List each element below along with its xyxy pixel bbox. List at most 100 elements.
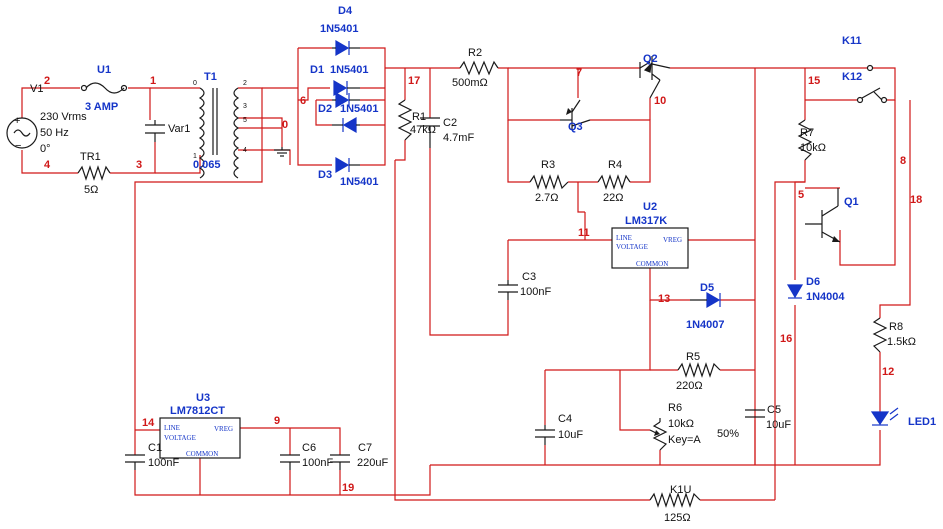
diode-d1[interactable]: [333, 79, 360, 97]
c6-label: C6: [302, 442, 316, 454]
relay-contact-k12[interactable]: [873, 91, 888, 104]
relay-coil-k1u[interactable]: [649, 492, 701, 508]
u3-pin-vreg: VREG: [214, 425, 233, 433]
v1-voltage: 230 Vrms: [40, 111, 87, 123]
transistor-q1[interactable]: [805, 188, 841, 243]
u1-rating: 3 AMP: [85, 101, 118, 113]
transistor-q2[interactable]: [639, 56, 671, 99]
u2-part: LM317K: [625, 215, 667, 227]
relay-contact-k11[interactable]: [856, 64, 881, 104]
c4-label: C4: [558, 413, 572, 425]
resistor-r1[interactable]: [397, 99, 413, 141]
c5-label: C5: [767, 404, 781, 416]
u2-pin-line: LINE: [616, 234, 632, 242]
r3-label: R3: [541, 159, 555, 171]
k1u-label: K1U: [670, 484, 691, 496]
capacitor-c6[interactable]: [280, 454, 300, 470]
diode-d4[interactable]: [332, 39, 360, 57]
net-11: 11: [578, 227, 590, 239]
c7-label: C7: [358, 442, 372, 454]
varistor-var1[interactable]: [145, 120, 165, 142]
d4-label: D4: [338, 5, 353, 17]
net-18: 18: [910, 194, 922, 206]
resistor-r8[interactable]: [872, 317, 888, 353]
net-6: 6: [300, 95, 306, 107]
capacitor-c1[interactable]: [125, 454, 145, 470]
c7-value: 220uF: [357, 457, 388, 469]
u3-part: LM7812CT: [170, 405, 225, 417]
d5-part: 1N4007: [686, 319, 725, 331]
d1-label: D1: [310, 64, 324, 76]
r7-value: 10kΩ: [800, 142, 826, 154]
diode-d6[interactable]: [786, 284, 804, 299]
k11-label: K11: [842, 35, 862, 47]
r4-label: R4: [608, 159, 622, 171]
minus-sign: −: [15, 140, 21, 152]
r7-label: R7: [800, 127, 814, 139]
d4-part: 1N5401: [320, 23, 359, 35]
resistor-r3[interactable]: [529, 174, 569, 190]
diode-d3[interactable]: [335, 156, 360, 174]
r3-value: 2.7Ω: [535, 192, 559, 204]
capacitor-c3[interactable]: [498, 280, 518, 300]
v1-phase: 0°: [40, 143, 51, 155]
capacitor-c2[interactable]: [420, 117, 440, 148]
voltage-source-v1[interactable]: + −: [6, 115, 38, 152]
c1-label: C1: [148, 442, 162, 454]
diode-d2[interactable]: [332, 91, 360, 109]
r4-value: 22Ω: [603, 192, 623, 204]
net-19: 19: [342, 482, 354, 494]
diode-d5[interactable]: [690, 291, 721, 309]
d3-label: D3: [318, 169, 332, 181]
r8-label: R8: [889, 321, 903, 333]
net-16: 16: [780, 333, 792, 345]
u3-label: U3: [196, 392, 210, 404]
d6-part: 1N4004: [806, 291, 845, 303]
r5-label: R5: [686, 351, 700, 363]
u3-pin-voltage: VOLTAGE: [164, 434, 196, 442]
plus-sign: +: [14, 115, 20, 127]
c1-value: 100nF: [148, 457, 179, 469]
d6-label: D6: [806, 276, 820, 288]
resistor-r2[interactable]: [459, 60, 499, 76]
resistor-r4[interactable]: [597, 174, 631, 190]
led-led1[interactable]: [870, 407, 899, 426]
net-4: 4: [44, 159, 51, 171]
c6-value: 100nF: [302, 457, 333, 469]
d5-label: D5: [700, 282, 714, 294]
k12-label: K12: [842, 71, 862, 83]
transformer-t1[interactable]: [198, 87, 240, 179]
regulator-u2[interactable]: [611, 227, 689, 269]
capacitor-c5[interactable]: [745, 409, 765, 418]
capacitor-c4[interactable]: [535, 425, 555, 445]
u2-pin-common: COMMON: [636, 260, 668, 268]
net-8: 8: [900, 155, 906, 167]
net-13: 13: [658, 293, 670, 305]
regulator-u3[interactable]: [159, 417, 241, 459]
net-14: 14: [142, 417, 155, 429]
d1-part: 1N5401: [330, 64, 369, 76]
c2-value: 4.7mF: [443, 132, 474, 144]
resistor-r5[interactable]: [677, 362, 721, 378]
c4-value: 10uF: [558, 429, 583, 441]
t1-pin-2: 2: [243, 80, 247, 87]
fuse-u1[interactable]: [80, 82, 128, 94]
net-3: 3: [136, 159, 142, 171]
potentiometer-r6[interactable]: [649, 418, 668, 451]
c2-label: C2: [443, 117, 457, 129]
net-10: 10: [654, 95, 666, 107]
r1-label: R1: [412, 111, 426, 123]
d3-part: 1N5401: [340, 176, 379, 188]
thermistor-tr1[interactable]: [77, 165, 111, 181]
wires: [21, 47, 911, 501]
var1-label: Var1: [168, 123, 190, 135]
net-7: 7: [576, 67, 582, 79]
r8-value: 1.5kΩ: [887, 336, 916, 348]
transistor-q3[interactable]: [560, 99, 591, 130]
led1-label: LED1: [908, 416, 936, 428]
t1-pin-5: 5: [243, 117, 247, 124]
diode-unlabeled[interactable]: [332, 116, 360, 134]
resistor-r7[interactable]: [797, 119, 813, 161]
capacitor-c7[interactable]: [330, 454, 350, 470]
